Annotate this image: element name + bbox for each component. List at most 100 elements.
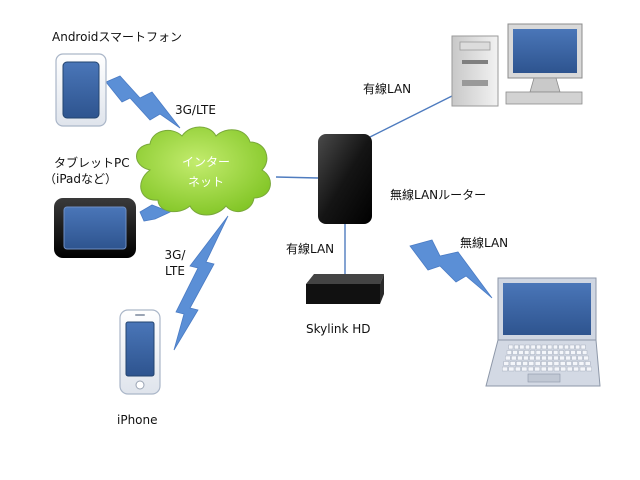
keyboard-key [560, 366, 567, 372]
keyboard-key [535, 355, 541, 361]
keyboard-key [547, 361, 553, 366]
keyboard-key [541, 355, 547, 361]
keyboard-key [553, 361, 560, 366]
keyboard-key [547, 355, 553, 361]
keyboard-key [571, 355, 577, 361]
keyboard-key [575, 344, 581, 350]
keyboard-key [580, 344, 586, 350]
link-3g-android-label: 3G/LTE [175, 103, 216, 117]
keyboard-key [519, 344, 525, 350]
keyboard-key [572, 361, 578, 366]
keyboard-key [564, 350, 570, 355]
keyboard-key [559, 350, 565, 355]
link-router-desktop [369, 95, 453, 138]
lightning-icon [105, 75, 181, 129]
keyboard-key [508, 366, 515, 372]
keyboard-key [516, 361, 522, 366]
keyboard-key [527, 366, 534, 372]
tablet-label-line1: タブレットPC [54, 156, 130, 170]
keyboard-key [525, 344, 530, 350]
keyboard-key [566, 361, 572, 366]
keyboard-key [566, 366, 573, 372]
keyboard-key [558, 344, 564, 350]
wireless-laptop-label: 無線LAN [460, 236, 509, 250]
keyboard-key [529, 355, 535, 361]
skylink-label: Skylink HD [306, 322, 371, 336]
keyboard-key [530, 350, 536, 355]
keyboard-key [514, 344, 519, 350]
keyboard-key [528, 361, 535, 366]
keyboard-key [553, 344, 558, 350]
link-3g-iphone-label-line2: LTE [165, 264, 185, 278]
keyboard-key [553, 366, 560, 372]
laptop-keyboard [502, 344, 593, 372]
keyboard-key [511, 355, 517, 361]
keyboard-key [517, 355, 523, 361]
keyboard-key [559, 361, 566, 366]
keyboard-key [515, 366, 521, 372]
laptop-icon [485, 277, 601, 387]
cloud-icon [136, 126, 271, 216]
keyboard-key [536, 344, 542, 350]
keyboard-key [577, 355, 583, 361]
keyboard-key [534, 361, 541, 366]
skylink-box-icon [306, 274, 384, 304]
keyboard-key [541, 361, 547, 366]
router-label: 無線LANルーター [390, 188, 487, 202]
keyboard-key [570, 350, 576, 355]
router-icon [318, 134, 372, 224]
phone-icon [55, 53, 107, 127]
wired-skylink-label: 有線LAN [286, 242, 335, 256]
keyboard-key [573, 366, 580, 372]
keyboard-key [569, 344, 575, 350]
keyboard-key [583, 355, 589, 361]
lightning-icon [409, 239, 493, 299]
keyboard-key [547, 350, 553, 355]
keyboard-key [530, 344, 536, 350]
desktop-icon [451, 23, 583, 107]
android-label: Androidスマートフォン [52, 30, 183, 44]
keyboard-key [584, 361, 591, 366]
tablet-label-line2: （iPadなど） [44, 172, 118, 186]
keyboard-key [578, 361, 585, 366]
keyboard-key [541, 344, 547, 350]
keyboard-key [540, 366, 547, 372]
keyboard-key [582, 350, 588, 355]
keyboard-key [523, 355, 529, 361]
keyboard-key [564, 344, 569, 350]
lightning-icon [173, 215, 229, 351]
iphone-icon [119, 309, 161, 395]
keyboard-key [512, 350, 518, 355]
tablet-icon [54, 198, 136, 258]
keyboard-key [521, 366, 528, 372]
keyboard-key [506, 350, 512, 355]
keyboard-key [586, 366, 593, 372]
keyboard-key [576, 350, 582, 355]
keyboard-key [553, 355, 559, 361]
keyboard-key [518, 350, 524, 355]
keyboard-key [547, 366, 554, 372]
keyboard-key [541, 350, 547, 355]
keyboard-key [579, 366, 586, 372]
keyboard-key [565, 355, 571, 361]
keyboard-key [508, 344, 514, 350]
cloud-label-line1: インター [181, 155, 230, 169]
link-3g-iphone-label-line1: 3G/ [164, 248, 186, 262]
link-cloud-router [275, 176, 319, 179]
keyboard-key [553, 350, 559, 355]
keyboard-key [524, 350, 530, 355]
keyboard-key [505, 355, 511, 361]
keyboard-key [522, 361, 528, 366]
keyboard-key [547, 344, 553, 350]
cloud-label-line2: ネット [187, 175, 224, 189]
keyboard-key [534, 366, 541, 372]
keyboard-key [509, 361, 516, 366]
keyboard-key [503, 361, 510, 366]
keyboard-key [502, 366, 508, 372]
keyboard-key [535, 350, 541, 355]
iphone-label: iPhone [117, 413, 158, 427]
keyboard-key [559, 355, 565, 361]
wired-desktop-label: 有線LAN [363, 82, 412, 96]
